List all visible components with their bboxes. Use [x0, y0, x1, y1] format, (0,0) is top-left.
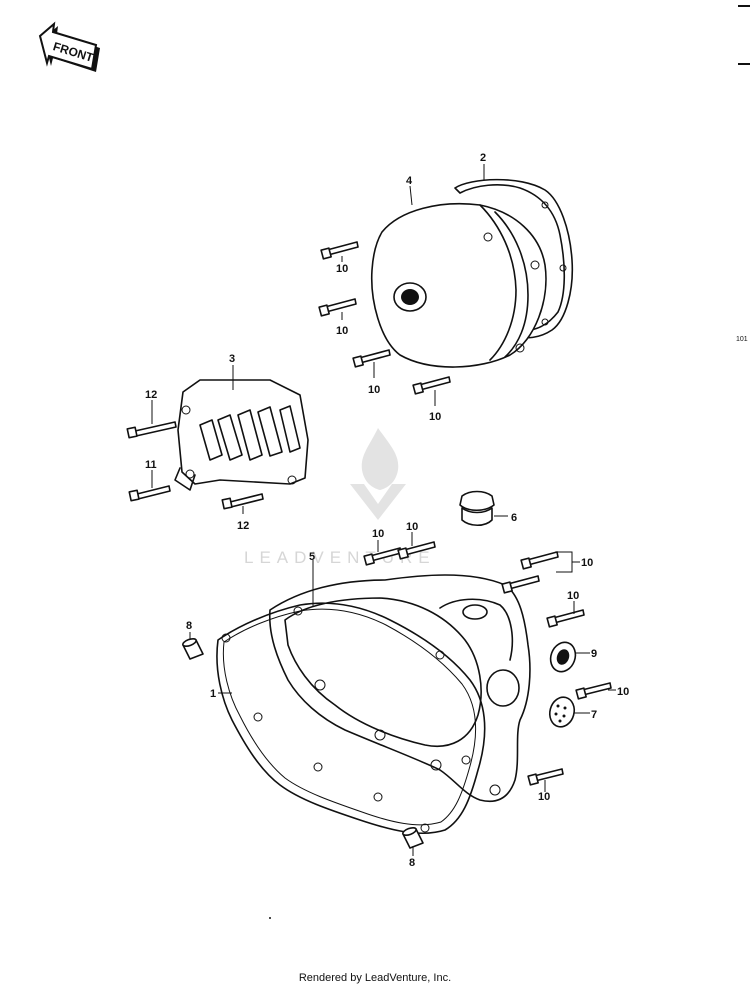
callout-1: 1 — [210, 688, 216, 700]
bolt-part-12 — [126, 421, 177, 439]
callout-10: 10 — [368, 384, 380, 396]
bolt-part-10 — [527, 768, 564, 786]
callout-10: 10 — [567, 590, 579, 602]
page-reference: 101 — [736, 336, 748, 343]
footer-credit: Rendered by LeadVenture, Inc. — [298, 972, 452, 984]
callout-6: 6 — [511, 512, 517, 524]
callout-3: 3 — [229, 353, 235, 365]
oil-seal-part-9 — [549, 641, 577, 673]
cover-center-boss — [393, 282, 427, 312]
callout-7: 7 — [591, 709, 597, 721]
callout-10: 10 — [581, 557, 593, 569]
gasket-hole — [559, 264, 567, 272]
bolt-part-11 — [128, 485, 171, 502]
bolt-part-10 — [520, 551, 559, 570]
callout-12: 12 — [145, 389, 157, 401]
callout-8: 8 — [186, 620, 192, 632]
callout-10: 10 — [538, 791, 550, 803]
callout-12: 12 — [237, 520, 249, 532]
callout-2: 2 — [480, 152, 486, 164]
gasket-part-1 — [216, 602, 486, 835]
cover-center-hole — [401, 289, 419, 305]
callout-10: 10 — [406, 521, 418, 533]
cover-bolt-hole — [483, 232, 493, 242]
bolt-part-10 — [546, 609, 585, 628]
callout-10: 10 — [336, 263, 348, 275]
generator-cover-part-4 — [370, 202, 547, 368]
callout-10: 10 — [372, 528, 384, 540]
cover-bolt-hole — [515, 343, 525, 353]
callout-10: 10 — [336, 325, 348, 337]
sprocket-guard-part-3 — [174, 379, 309, 491]
bolt-part-10 — [320, 241, 359, 260]
bolt-part-10 — [412, 376, 451, 395]
callout-11: 11 — [145, 459, 157, 471]
callout-8: 8 — [409, 857, 415, 869]
oil-cap-part-6 — [459, 490, 495, 527]
leader-lines — [151, 164, 616, 856]
bolt-part-10 — [318, 298, 357, 317]
print-speck — [269, 917, 271, 919]
gasket-hole — [541, 318, 549, 326]
bolt-part-10 — [352, 349, 391, 368]
bolt-part-10 — [397, 541, 436, 560]
front-arrow-icon: FRONT — [38, 21, 100, 72]
bolt-part-10 — [501, 575, 540, 594]
gasket-hole — [541, 201, 549, 209]
callout-9: 9 — [591, 648, 597, 660]
callout-10: 10 — [429, 411, 441, 423]
filler-hole — [462, 604, 488, 620]
cover-boss — [486, 669, 520, 707]
callout-4: 4 — [406, 175, 413, 187]
callout-10: 10 — [617, 686, 629, 698]
callout-5: 5 — [309, 551, 315, 563]
bolt-part-10 — [575, 682, 612, 700]
dowel-pin-part-8 — [402, 827, 424, 849]
bolt-part-12 — [221, 493, 264, 510]
clutch-cover-part-5 — [268, 574, 531, 802]
dowel-pin-part-8 — [182, 638, 204, 660]
cover-bolt-hole — [530, 260, 540, 270]
cap-part-7 — [548, 696, 576, 728]
